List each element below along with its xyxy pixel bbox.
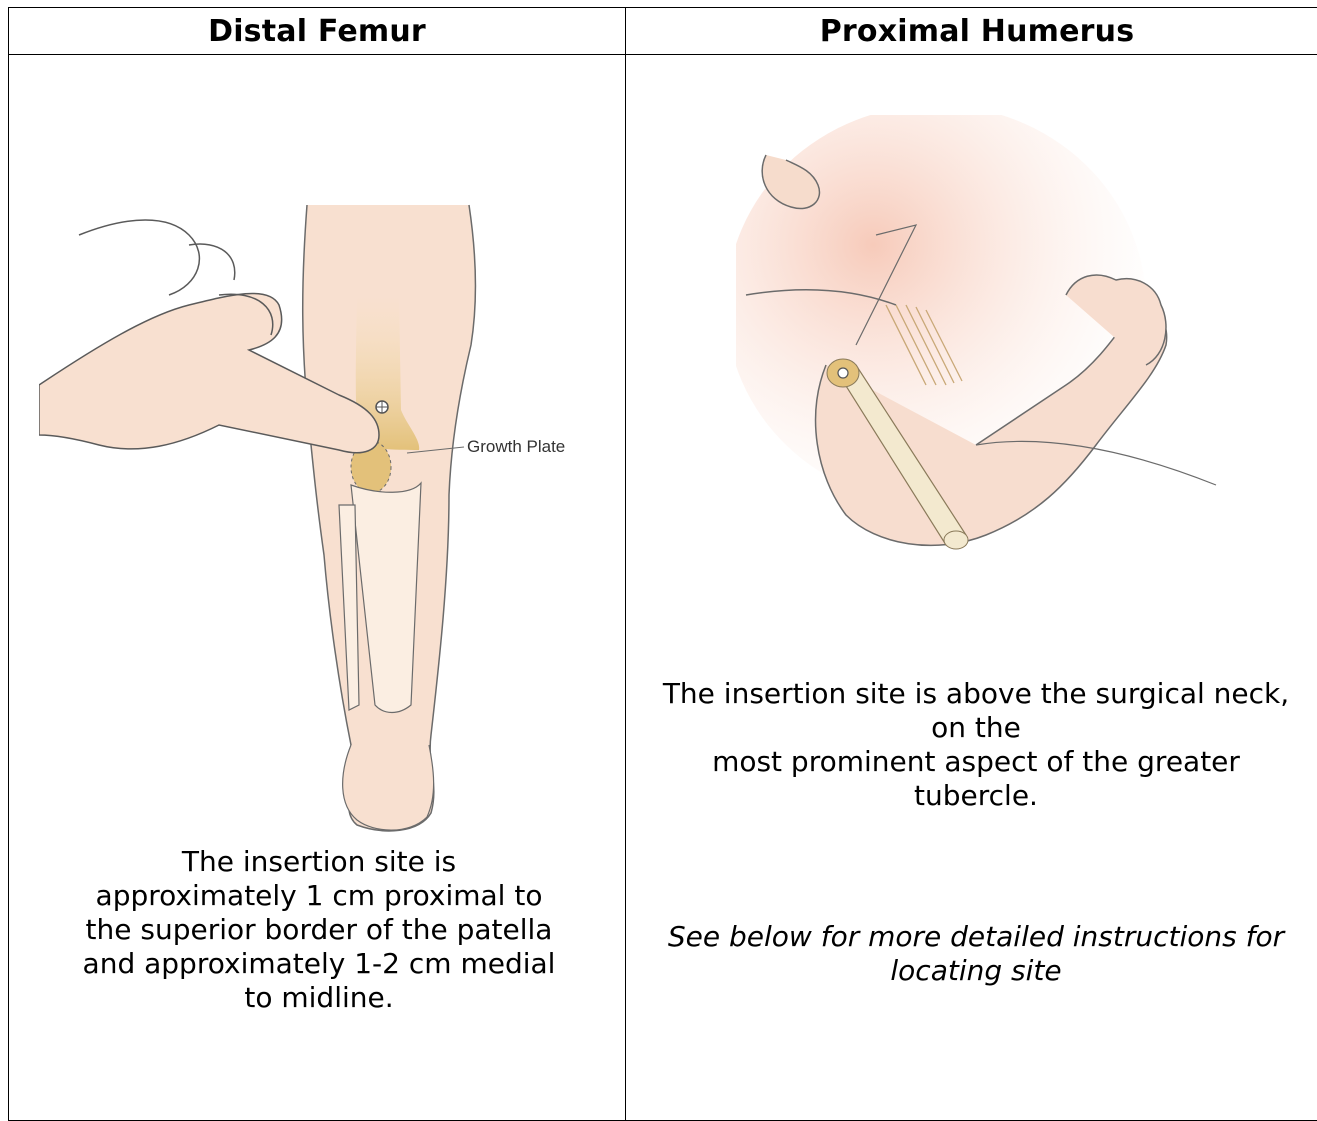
caption-line: and approximately 1-2 cm medial (49, 947, 589, 981)
caption-line: on the (626, 711, 1317, 745)
growth-plate-label: Growth Plate (467, 437, 565, 456)
insertion-site-marker (838, 368, 848, 378)
caption-line: The insertion site is (49, 845, 589, 879)
proximal-humerus-illustration (736, 115, 1236, 575)
caption-line: tubercle. (626, 779, 1317, 813)
header-row: Distal Femur Proximal Humerus (9, 8, 1317, 55)
proximal-humerus-caption: The insertion site is above the surgical… (626, 677, 1317, 813)
caption-line: most prominent aspect of the greater (626, 745, 1317, 779)
caption-line: approximately 1 cm proximal to (49, 879, 589, 913)
caption-line: to midline. (49, 981, 589, 1015)
foot-shape (343, 745, 434, 830)
comparison-table: Distal Femur Proximal Humerus (8, 7, 1317, 1121)
header-proximal-humerus: Proximal Humerus (626, 8, 1317, 55)
cell-proximal-humerus: The insertion site is above the surgical… (626, 55, 1317, 1121)
detailed-instructions-note: See below for more detailed instructions… (626, 920, 1317, 988)
note-line: locating site (626, 954, 1317, 988)
distal-femur-illustration: Growth Plate (39, 145, 599, 845)
cell-distal-femur: Growth Plate The insertion site is appro… (9, 55, 626, 1121)
caption-line: The insertion site is above the surgical… (626, 677, 1317, 711)
content-row: Growth Plate The insertion site is appro… (9, 55, 1317, 1121)
distal-femur-caption: The insertion site is approximately 1 cm… (49, 845, 589, 1015)
header-distal-femur: Distal Femur (9, 8, 626, 55)
caption-line: the superior border of the patella (49, 913, 589, 947)
note-line: See below for more detailed instructions… (626, 920, 1317, 954)
